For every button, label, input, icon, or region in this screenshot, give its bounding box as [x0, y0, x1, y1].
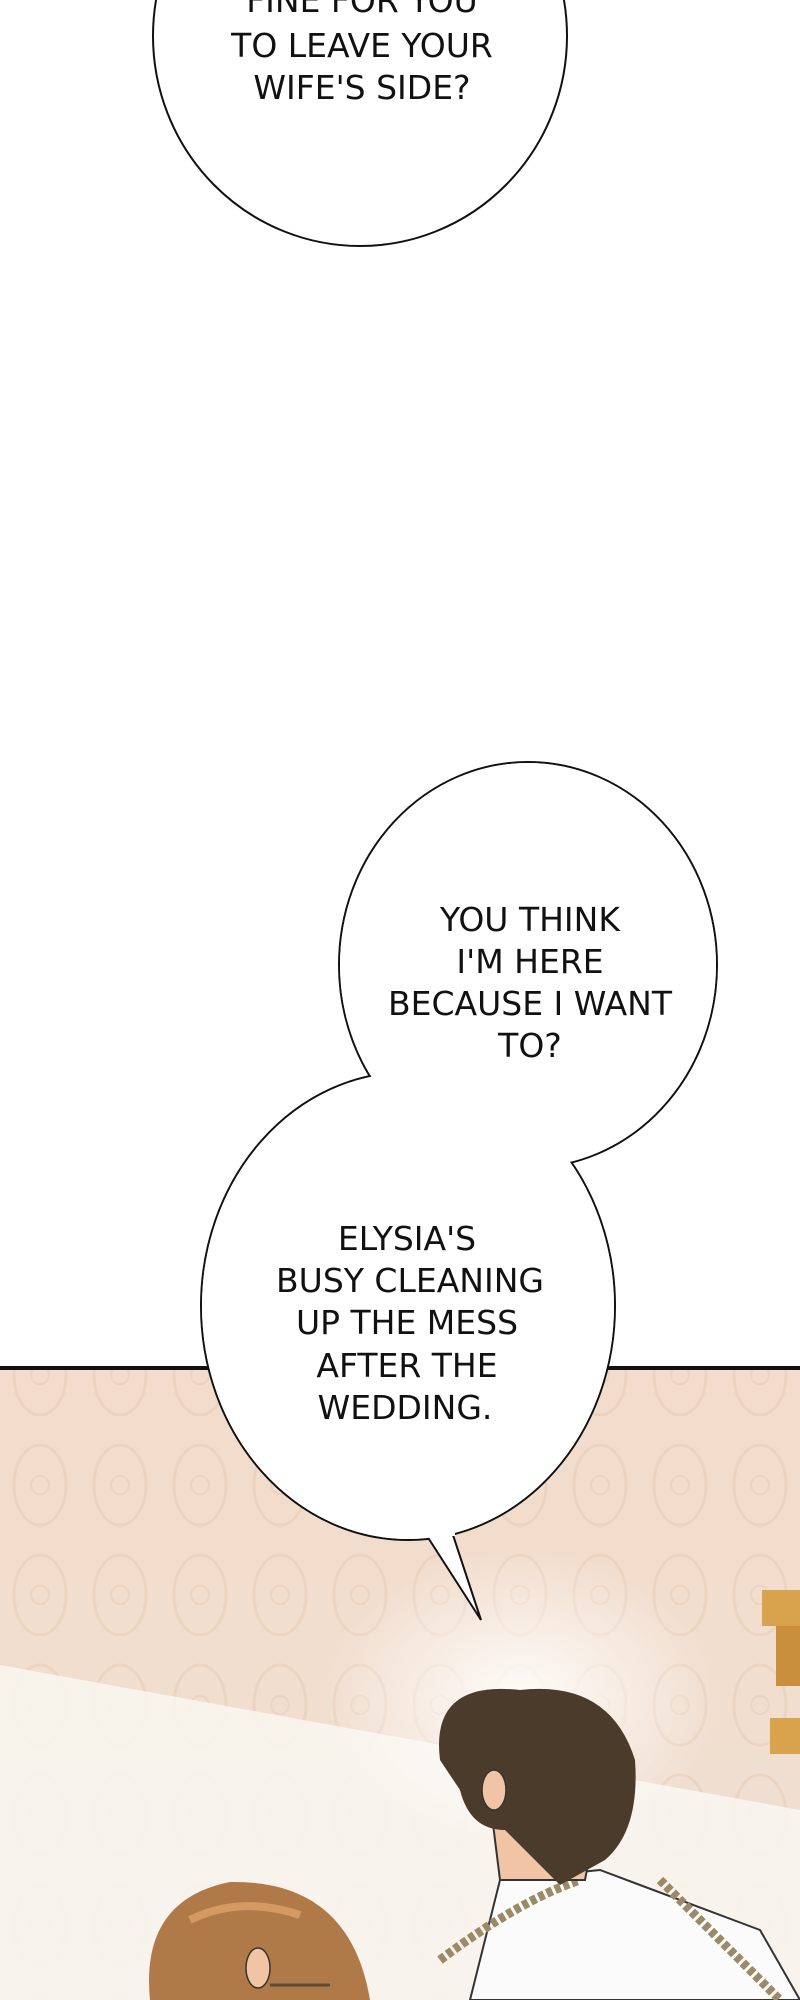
bubble-text-line: FINE FOR YOU [246, 0, 478, 20]
bubble-text-line: TO? [497, 1026, 562, 1065]
bubble-text-line: AFTER THE [316, 1346, 497, 1385]
bubble-text-line: TO LEAVE YOUR [230, 26, 493, 65]
bubble-text-line: BECAUSE I WANT [388, 984, 673, 1023]
speech-bubble-pair: YOU THINK I'M HERE BECAUSE I WANT TO? EL… [200, 761, 718, 1621]
bubble-text-line: WEDDING. [318, 1388, 493, 1427]
bubble-text-line: I'M HERE [456, 942, 603, 981]
bubble-text-line: BUSY CLEANING [276, 1261, 544, 1300]
bubble-text-line: WIFE'S SIDE? [253, 68, 470, 107]
speech-bubble: FINE FOR YOU TO LEAVE YOUR WIFE'S SIDE? [152, 0, 568, 247]
woman-character [149, 1881, 370, 2000]
bubble-text-line: UP THE MESS [296, 1303, 518, 1342]
man-character [437, 1688, 800, 2000]
bubble-text-line: ELYSIA'S [338, 1219, 476, 1258]
bubble-text-line: YOU THINK [439, 900, 621, 939]
gold-shelf [762, 1590, 800, 1754]
